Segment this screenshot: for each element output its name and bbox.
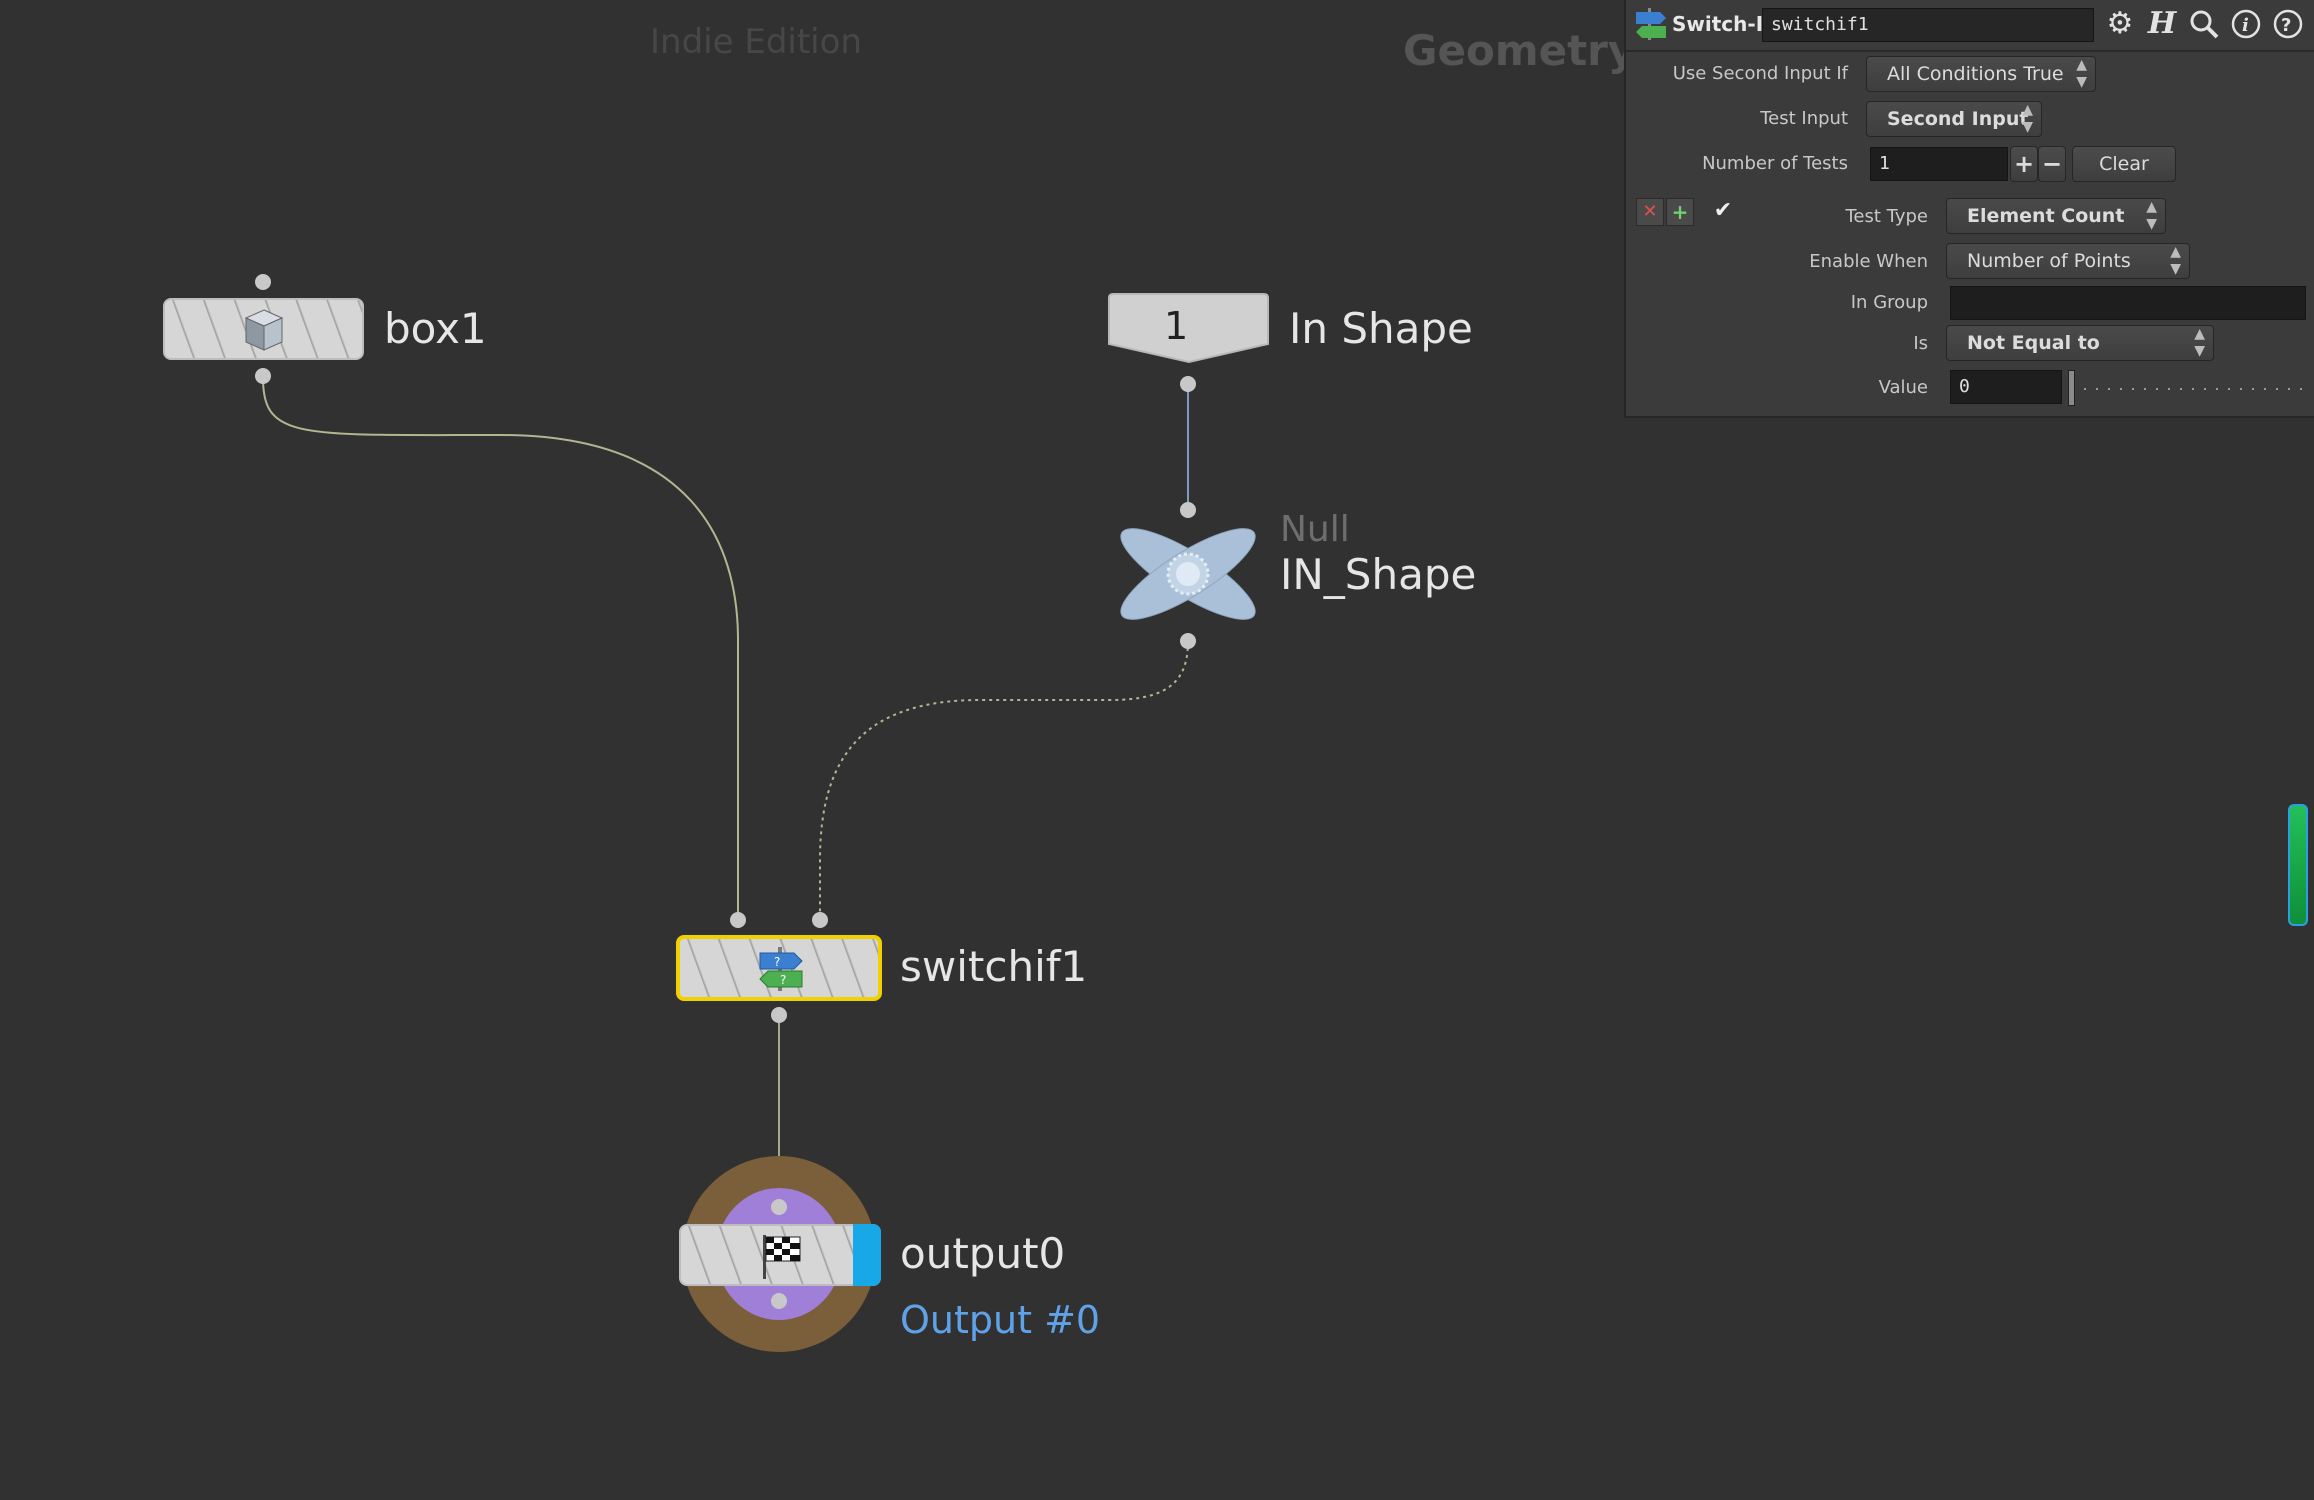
number-of-tests-field[interactable]: 1 (1870, 147, 2008, 181)
in-group-field[interactable] (1950, 286, 2306, 320)
test-type-value: Element Count (1967, 205, 2125, 227)
output-node[interactable] (679, 1224, 881, 1286)
menu-arrows-icon: ▲▼ (2146, 199, 2157, 232)
value-slider-handle[interactable] (2068, 370, 2075, 406)
wire-null-to-switchif[interactable] (819, 640, 1189, 920)
enable-test-checkbox[interactable]: ✔ (1713, 198, 1733, 223)
use-second-input-if-label: Use Second Input If (1672, 63, 1848, 84)
test-input-menu[interactable]: Second Input ▲▼ (1866, 101, 2042, 137)
output-display-flag[interactable] (853, 1224, 881, 1286)
menu-arrows-icon: ▲▼ (2076, 57, 2087, 90)
switch-if-icon: ? ? (759, 947, 803, 991)
switchif-input-dot-1[interactable] (730, 912, 746, 928)
svg-text:?: ? (780, 973, 786, 987)
output-input-dot[interactable] (771, 1199, 787, 1215)
help-icon[interactable]: ? (2270, 6, 2306, 42)
use-second-input-if-value: All Conditions True (1887, 63, 2064, 85)
add-test-button[interactable]: + (2010, 146, 2038, 182)
null-input-dot[interactable] (1180, 502, 1196, 518)
value-label: Value (1878, 377, 1928, 398)
svg-text:?: ? (2281, 15, 2291, 36)
in-shape-index: 1 (1164, 304, 1189, 348)
test-type-menu[interactable]: Element Count ▲▼ (1946, 198, 2166, 234)
switchif-node[interactable]: ? ? (676, 935, 882, 1001)
search-icon[interactable] (2186, 6, 2222, 42)
houdini-help-icon[interactable]: H (2147, 6, 2177, 41)
node-name-field[interactable]: switchif1 (1762, 8, 2094, 42)
box1-node[interactable] (163, 298, 364, 360)
switchif-input-dot-2[interactable] (812, 912, 828, 928)
node-type-label: Switch-If (1672, 12, 1772, 36)
use-second-input-if-menu[interactable]: All Conditions True ▲▼ (1866, 56, 2096, 92)
enable-when-label: Enable When (1809, 251, 1928, 272)
is-label: Is (1913, 333, 1928, 354)
in-shape-output-dot[interactable] (1180, 376, 1196, 392)
menu-arrows-icon: ▲▼ (2022, 102, 2033, 135)
network-scroll-indicator[interactable] (2288, 804, 2308, 926)
switch-if-node-icon (1636, 8, 1666, 40)
value-slider-track[interactable] (2072, 388, 2306, 390)
info-icon[interactable]: i (2228, 6, 2264, 42)
test-input-label: Test Input (1760, 108, 1848, 129)
output-label: output0 (900, 1229, 1066, 1278)
header-divider (1626, 50, 2314, 52)
box1-input-dot[interactable] (255, 274, 271, 290)
is-menu[interactable]: Not Equal to ▲▼ (1946, 325, 2214, 361)
parameter-panel: Switch-If switchif1 ⚙ H i ? Use Second I… (1624, 0, 2314, 418)
remove-test-button[interactable]: − (2038, 146, 2066, 182)
enable-when-value: Number of Points (1967, 250, 2131, 272)
box1-output-dot[interactable] (255, 368, 271, 384)
insert-instance-icon[interactable]: + (1666, 198, 1694, 226)
menu-arrows-icon: ▲▼ (2170, 244, 2181, 277)
wire-box1-to-switchif[interactable] (262, 377, 739, 920)
test-input-value: Second Input (1887, 108, 2029, 130)
switchif-output-dot[interactable] (771, 1007, 787, 1023)
gear-icon[interactable]: ⚙ (2106, 6, 2134, 41)
value-field[interactable]: 0 (1950, 370, 2062, 404)
context-label: Geometry (1403, 26, 1636, 75)
box-icon (244, 309, 284, 351)
in-group-label: In Group (1850, 292, 1928, 313)
number-of-tests-label: Number of Tests (1702, 153, 1848, 174)
menu-arrows-icon: ▲▼ (2194, 326, 2205, 359)
null-output-dot[interactable] (1180, 633, 1196, 649)
null-name-label: IN_Shape (1280, 550, 1477, 599)
clear-tests-button[interactable]: Clear (2072, 146, 2176, 182)
output-sub-label: Output #0 (900, 1298, 1101, 1342)
edition-watermark: Indie Edition (650, 22, 862, 62)
svg-text:?: ? (774, 955, 780, 969)
is-value: Not Equal to (1967, 332, 2100, 354)
null-type-label: Null (1280, 509, 1350, 550)
test-type-label: Test Type (1845, 206, 1928, 227)
switchif-label: switchif1 (900, 942, 1088, 991)
svg-text:i: i (2242, 15, 2249, 36)
enable-when-menu[interactable]: Number of Points ▲▼ (1946, 243, 2190, 279)
in-shape-label: In Shape (1289, 304, 1473, 353)
in-shape-node[interactable] (1107, 292, 1270, 368)
null-node[interactable] (1113, 518, 1263, 630)
box1-label: box1 (384, 304, 487, 353)
output-bottom-dot (771, 1293, 787, 1309)
remove-instance-icon[interactable]: ✕ (1636, 198, 1664, 226)
checkered-flag-icon (763, 1235, 801, 1279)
